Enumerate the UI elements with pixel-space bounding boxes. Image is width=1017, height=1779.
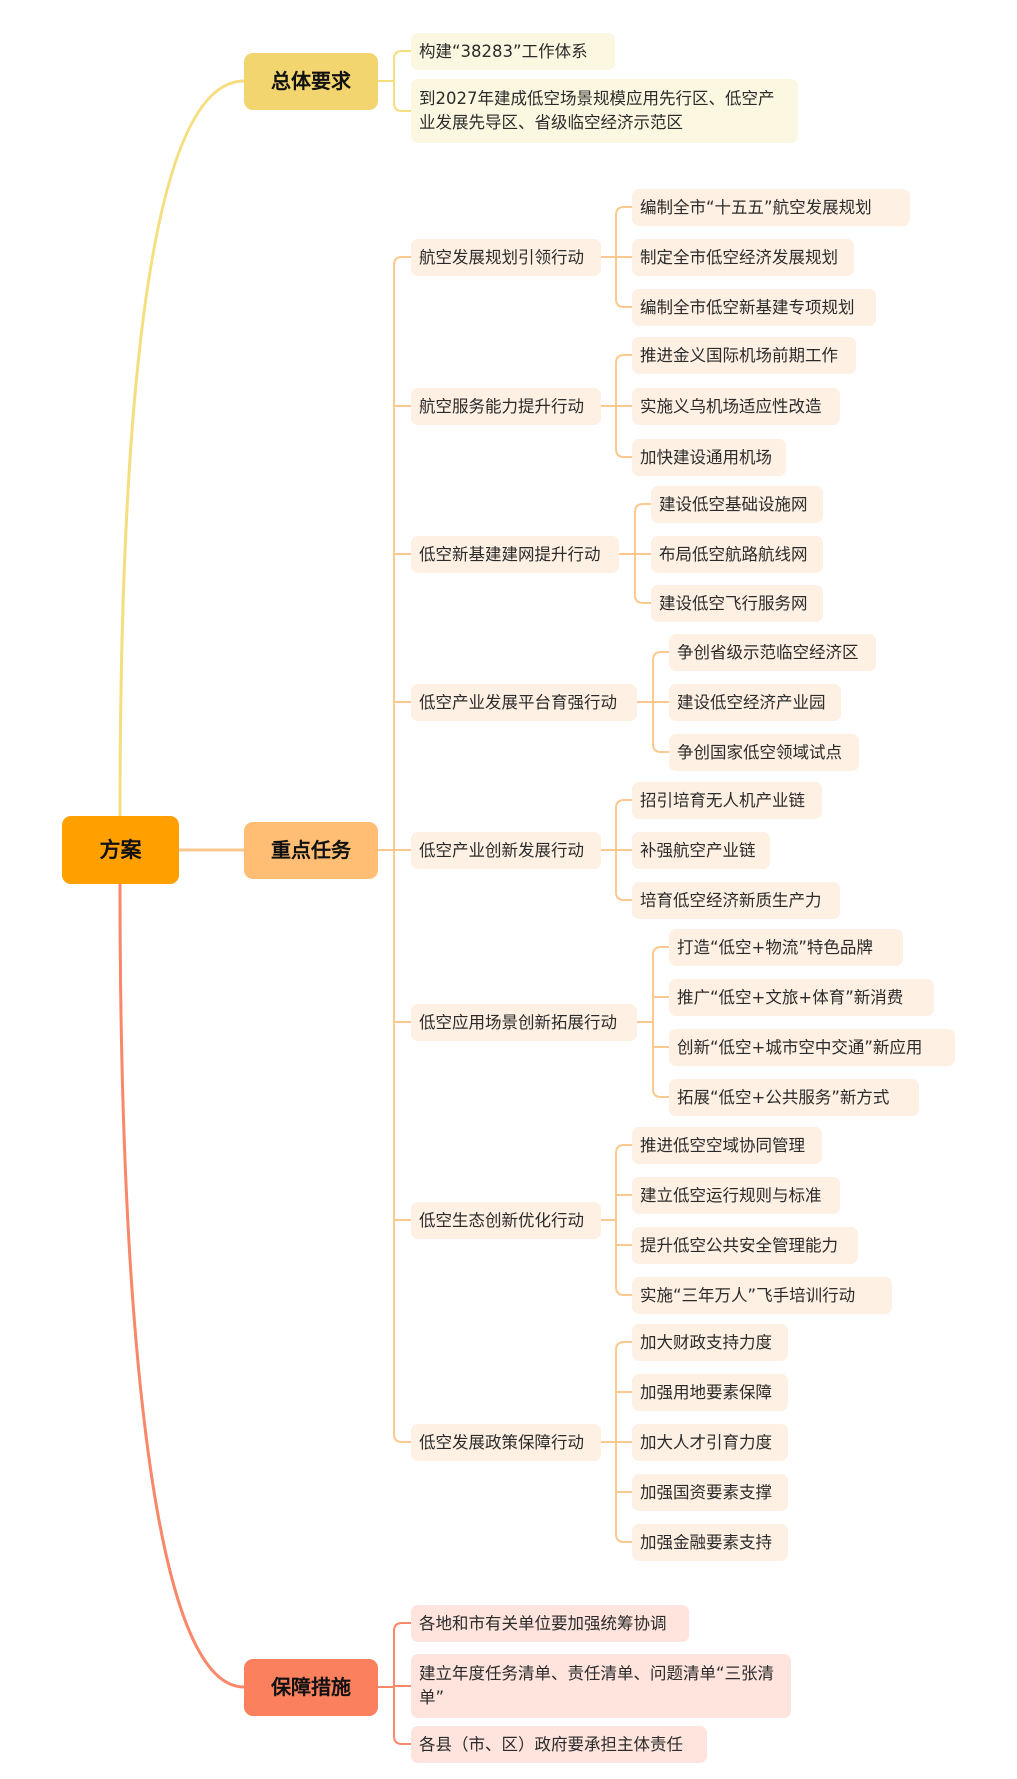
task-action[interactable]: 低空生态创新优化行动 [411,1202,601,1239]
task-item[interactable]: 建设低空基础设施网 [651,486,823,523]
connector-line [393,50,412,60]
task-item[interactable]: 编制全市低空新基建专项规划 [632,289,876,326]
task-item[interactable]: 编制全市“十五五”航空发展规划 [632,189,910,226]
task-item[interactable]: 推广“低空+文旅+体育”新消费 [669,979,934,1016]
task-item[interactable]: 加强金融要素支持 [632,1524,788,1561]
connector-line [615,298,633,308]
task-item[interactable]: 加强用地要素保障 [632,1374,788,1411]
task-item[interactable]: 加强国资要素支撑 [632,1474,788,1511]
task-item[interactable]: 制定全市低空经济发展规划 [632,239,854,276]
task-item[interactable]: 拓展“低空+公共服务”新方式 [669,1079,919,1116]
connector-line [393,1735,412,1745]
connector-line [615,1144,633,1154]
task-action[interactable]: 航空服务能力提升行动 [411,388,601,425]
task-item[interactable]: 提升低空公共安全管理能力 [632,1227,858,1264]
connector-line [652,743,670,753]
safeguard-item[interactable]: 各地和市有关单位要加强统筹协调 [411,1605,689,1642]
connector-line [615,891,633,901]
task-action[interactable]: 低空新基建建网提升行动 [411,536,619,573]
requirement-item[interactable]: 构建“38283”工作体系 [411,33,615,70]
task-item[interactable]: 推进金义国际机场前期工作 [632,337,856,374]
connector-line [652,1088,670,1098]
connector-line [393,1433,412,1443]
task-item[interactable]: 建立低空运行规则与标准 [632,1177,840,1214]
requirement-item[interactable]: 到2027年建成低空场景规模应用先行区、低空产业发展先导区、省级临空经济示范区 [411,79,798,143]
root-node[interactable]: 方案 [62,816,179,884]
connector-line [393,1622,412,1632]
branch-safeguards[interactable]: 保障措施 [244,1659,378,1716]
task-item[interactable]: 加大财政支持力度 [632,1324,788,1361]
task-item[interactable]: 创新“低空+城市空中交通”新应用 [669,1029,955,1066]
task-item[interactable]: 建设低空经济产业园 [669,684,841,721]
connector-line [615,354,633,364]
connector-line [615,206,633,216]
connector-line [652,651,670,661]
connector-line [393,256,412,266]
connector-line [615,1341,633,1351]
task-item[interactable]: 建设低空飞行服务网 [651,585,823,622]
task-item[interactable]: 培育低空经济新质生产力 [632,882,840,919]
connector-root-to-safeguards [118,882,246,1689]
branch-overall-requirements[interactable]: 总体要求 [244,53,378,110]
task-item[interactable]: 布局低空航路航线网 [651,536,823,573]
connector-line [652,946,670,956]
connector-line [615,448,633,458]
task-action[interactable]: 低空产业创新发展行动 [411,832,601,869]
task-item[interactable]: 加大人才引育力度 [632,1424,788,1461]
connector-line [615,1286,633,1296]
task-item[interactable]: 争创国家低空领域试点 [669,734,859,771]
task-action[interactable]: 航空发展规划引领行动 [411,239,601,276]
connector-root-to-requirements [118,79,246,818]
task-item[interactable]: 加快建设通用机场 [632,439,786,476]
connector-line [615,799,633,809]
task-item[interactable]: 补强航空产业链 [632,832,770,869]
connector-line [615,1533,633,1543]
task-item[interactable]: 推进低空空域协同管理 [632,1127,822,1164]
connector-line [634,594,652,604]
branch-key-tasks[interactable]: 重点任务 [244,822,378,879]
task-action[interactable]: 低空发展政策保障行动 [411,1424,601,1461]
task-item[interactable]: 打造“低空+物流”特色品牌 [669,929,903,966]
task-action[interactable]: 低空产业发展平台育强行动 [411,684,637,721]
task-item[interactable]: 招引培育无人机产业链 [632,782,822,819]
safeguard-item[interactable]: 各县（市、区）政府要承担主体责任 [411,1726,707,1763]
task-item[interactable]: 实施“三年万人”飞手培训行动 [632,1277,892,1314]
connector-line [393,102,412,112]
connector-line [634,503,652,513]
safeguard-item[interactable]: 建立年度任务清单、责任清单、问题清单“三张清单” [411,1654,791,1718]
task-item[interactable]: 实施义乌机场适应性改造 [632,388,840,425]
task-action[interactable]: 低空应用场景创新拓展行动 [411,1004,637,1041]
task-item[interactable]: 争创省级示范临空经济区 [669,634,876,671]
